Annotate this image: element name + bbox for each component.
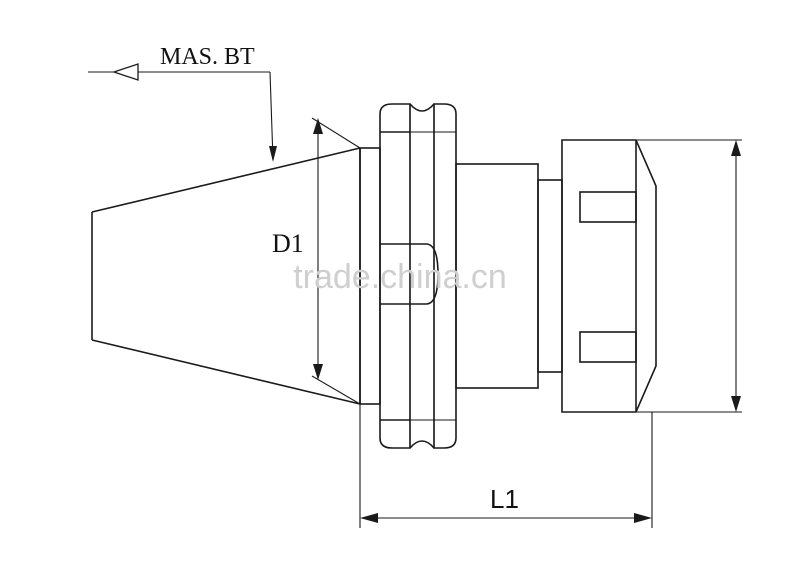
collet-nut — [561, 139, 657, 413]
d1-arrow-top — [313, 118, 323, 134]
nut-slot-lower — [579, 331, 637, 363]
d1-arrow-bottom — [313, 364, 323, 380]
nut-dim-arrow-bottom — [731, 396, 741, 412]
d1-label: D1 — [272, 229, 304, 258]
l1-label: L1 — [490, 484, 519, 514]
l1-arrow-right — [634, 513, 652, 523]
flange — [359, 103, 457, 449]
nut-slot-upper — [579, 191, 637, 223]
callout-arrowhead-down — [269, 146, 277, 162]
callout-label: MAS. BT — [160, 44, 255, 70]
nut-dim-arrow-top — [731, 140, 741, 156]
callout-leader — [88, 63, 277, 162]
drive-key-slot — [380, 243, 439, 305]
d1-dimension — [311, 117, 361, 405]
callout-arrowhead-left — [111, 63, 139, 81]
nut-diameter-dimension — [636, 139, 742, 413]
l1-arrow-left — [360, 513, 378, 523]
watermark-text: trade.china.cn — [293, 258, 507, 296]
l1-dimension — [359, 404, 653, 528]
